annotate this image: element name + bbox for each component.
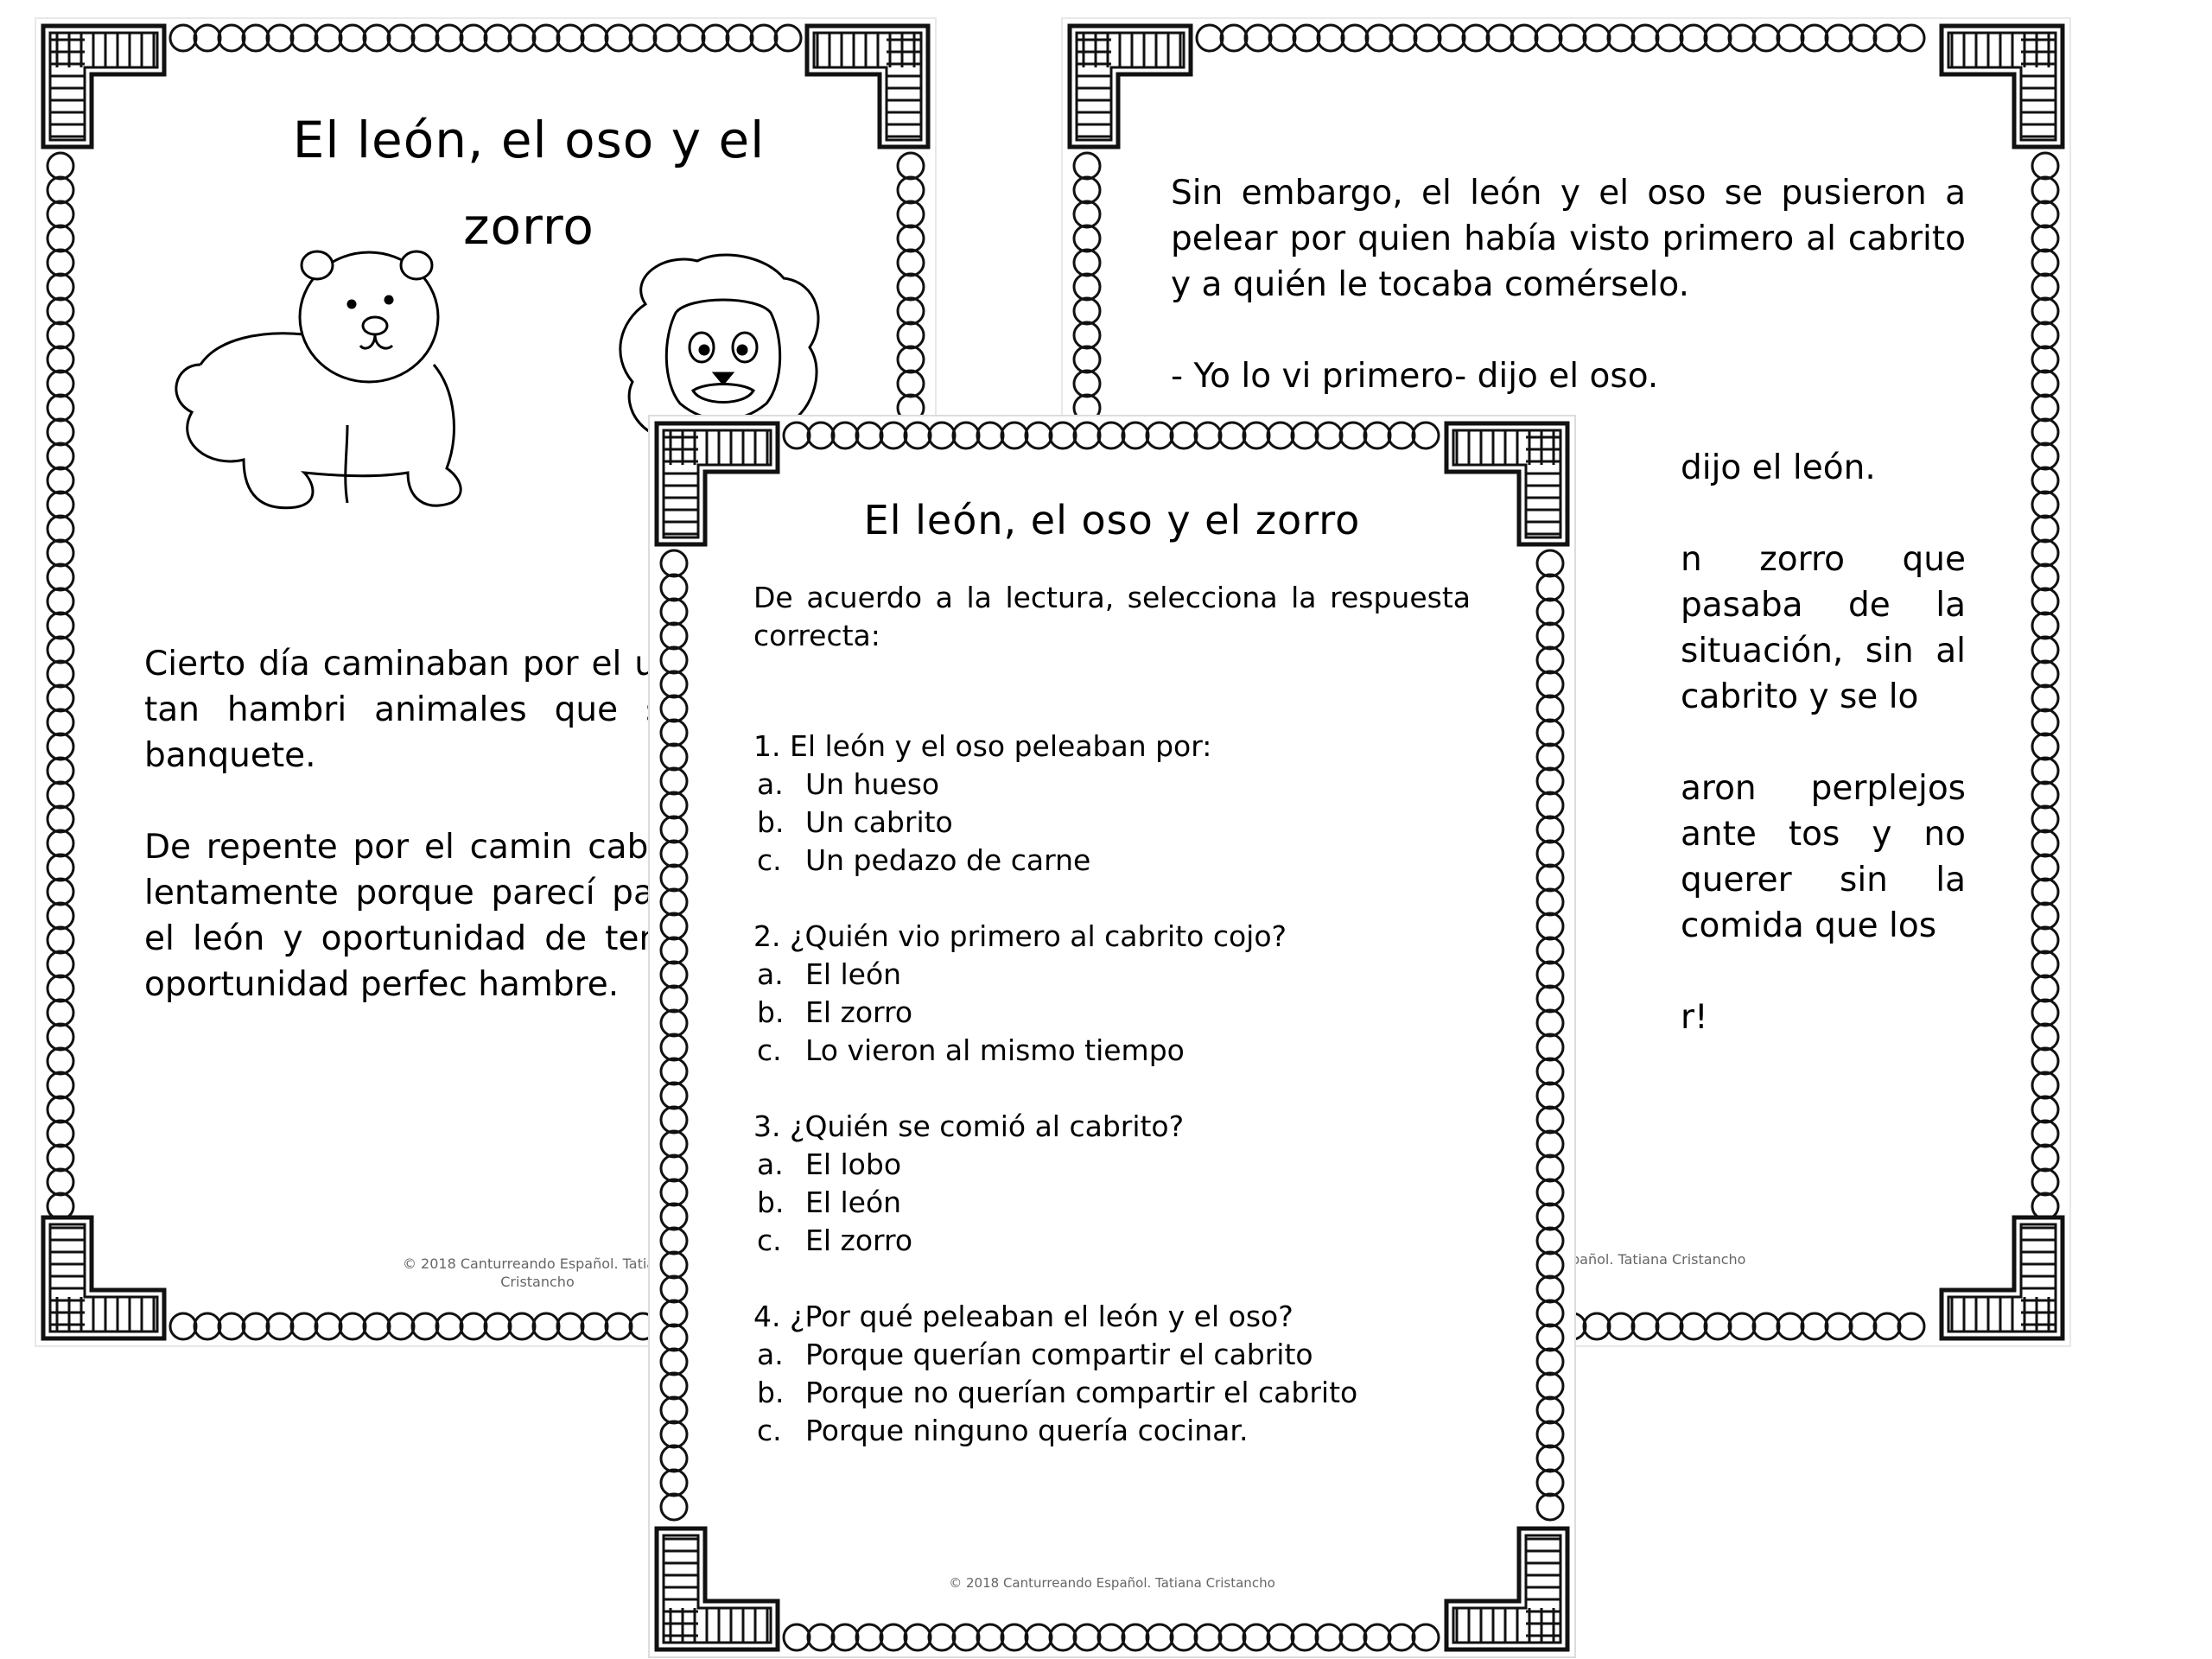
option-text: El zorro [805,1224,913,1257]
answer-option[interactable]: c. Un pedazo de carne [753,842,1497,880]
question-block: 4. ¿Por qué peleaban el león y el oso?a.… [753,1298,1497,1450]
story-paragraph: aron perplejos ante tos y no querer sin … [1681,769,1966,945]
story-text: Sin embargo, el león y el oso se pusiero… [1171,170,1966,1086]
lion-illustration [619,253,820,448]
story-paragraph: r! [1681,998,1708,1037]
option-text: El león [805,1185,902,1219]
option-letter: c. [757,843,782,877]
option-letter: c. [757,1224,782,1257]
question-list: 1. El león y el oso peleaban por: a. Un hu… [753,728,1497,1488]
answer-option[interactable]: a. Un hueso [753,766,1497,804]
option-letter: a. [757,1338,784,1371]
option-text: El zorro [805,995,913,1029]
answer-option[interactable]: b. Un cabrito [753,804,1497,842]
option-letter: b. [757,1185,785,1219]
option-text: Porque querían compartir el cabrito [805,1338,1313,1371]
option-text: Porque no querían compartir el cabrito [805,1376,1358,1409]
answer-option[interactable]: a. Porque querían compartir el cabrito [753,1336,1497,1374]
answer-option[interactable]: c. Lo vieron al mismo tiempo [753,1032,1497,1070]
option-text: Un hueso [805,767,940,801]
option-letter: a. [757,767,784,801]
question-block: 1. El león y el oso peleaban por: a. Un hu… [753,728,1497,880]
question-block: 2. ¿Quién vio primero al cabrito cojo?a.… [753,918,1497,1070]
question-text: 2. ¿Quién vio primero al cabrito cojo? [753,919,1287,953]
option-letter: c. [757,1414,782,1447]
question-text: 1. El león y el oso peleaban por: [753,729,1212,763]
question-text: 4. ¿Por qué peleaban el león y el oso? [753,1300,1294,1333]
story-paragraph: dijo el león. [1681,448,1876,487]
story-paragraph: n zorro que pasaba de la situación, sin … [1681,540,1966,716]
story-paragraph: Sin embargo, el león y el oso se pusiero… [1171,174,1966,304]
option-letter: c. [757,1033,782,1067]
answer-option[interactable]: a. El lobo [753,1146,1497,1184]
page-title: El león, el oso y el zorro [292,111,766,256]
option-letter: b. [757,805,785,839]
option-text: Lo vieron al mismo tiempo [805,1033,1185,1067]
quiz-instruction: De acuerdo a la lectura, selecciona la r… [753,581,1471,652]
option-text: El león [805,957,902,991]
answer-option[interactable]: c. Porque ninguno quería cocinar. [753,1412,1497,1450]
option-text: Porque ninguno quería cocinar. [805,1414,1249,1447]
answer-option[interactable]: b. El zorro [753,994,1497,1032]
question-text: 3. ¿Quién se comió al cabrito? [753,1109,1185,1143]
worksheet-page-quiz: El león, el oso y el zorro De acuerdo a … [648,415,1576,1658]
bear-illustration [175,250,462,510]
option-letter: a. [757,1147,784,1181]
option-letter: b. [757,1376,785,1409]
answer-option[interactable]: c. El zorro [753,1222,1497,1260]
option-letter: b. [757,995,785,1029]
copyright-notice: Español. Tatiana Cristancho [1554,1251,1746,1268]
answer-option[interactable]: a. El león [753,956,1497,994]
option-text: El lobo [805,1147,902,1181]
page-title: El león, el oso y el zorro [863,497,1361,543]
copyright-notice: © 2018 Canturreando Español. Tatiana Cri… [949,1575,1275,1591]
answer-option[interactable]: b. El león [753,1184,1497,1222]
option-text: Un cabrito [805,805,953,839]
answer-option[interactable]: b. Porque no querían compartir el cabrito [753,1374,1497,1412]
option-text: Un pedazo de carne [805,843,1091,877]
option-letter: a. [757,957,784,991]
copyright-notice: © 2018 Canturreando Español. Tatiana Cri… [402,1255,673,1290]
story-paragraph: - Yo lo vi primero- dijo el oso. [1171,357,1659,396]
